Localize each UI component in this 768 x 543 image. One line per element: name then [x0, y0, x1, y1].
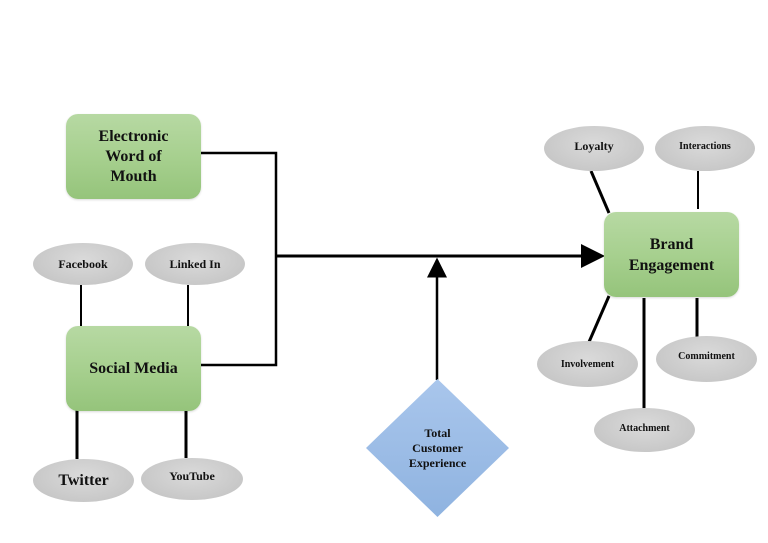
involvement-connector [587, 295, 611, 343]
social-media-label: Social Media [89, 359, 178, 377]
brand-engagement-label: Brand Engagement [628, 235, 715, 274]
loyalty-connector [589, 170, 611, 214]
loyalty-oval: Loyalty [544, 126, 644, 171]
linkedin-oval: Linked In [145, 243, 245, 285]
twitter-label: Twitter [58, 471, 109, 489]
moderator-diamond: Total Customer Experience [366, 379, 509, 517]
moderator-label: Total Customer Experience [408, 425, 467, 470]
involvement-oval: Involvement [537, 341, 638, 387]
attachment-label: Attachment [619, 422, 670, 434]
ewom-label: Electronic Word of Mouth [98, 127, 169, 185]
involvement-label: Involvement [560, 358, 615, 370]
brand-engagement-box: Brand Engagement [604, 212, 739, 297]
social-media-box: Social Media [66, 326, 201, 411]
youtube-oval: YouTube [141, 458, 243, 500]
interactions-oval: Interactions [655, 126, 755, 171]
linkedin-label: Linked In [169, 256, 221, 271]
facebook-label: Facebook [58, 256, 108, 271]
ewom-connector [201, 151, 278, 367]
twitter-oval: Twitter [33, 459, 134, 502]
youtube-label: YouTube [169, 468, 215, 483]
facebook-oval: Facebook [33, 243, 133, 285]
commitment-label: Commitment [678, 350, 735, 362]
commitment-oval: Commitment [656, 336, 757, 382]
diamond-shape [366, 379, 509, 517]
ewom-box: Electronic Word of Mouth [66, 114, 201, 199]
loyalty-label: Loyalty [574, 139, 614, 153]
attachment-oval: Attachment [594, 408, 695, 452]
interactions-label: Interactions [679, 141, 731, 152]
